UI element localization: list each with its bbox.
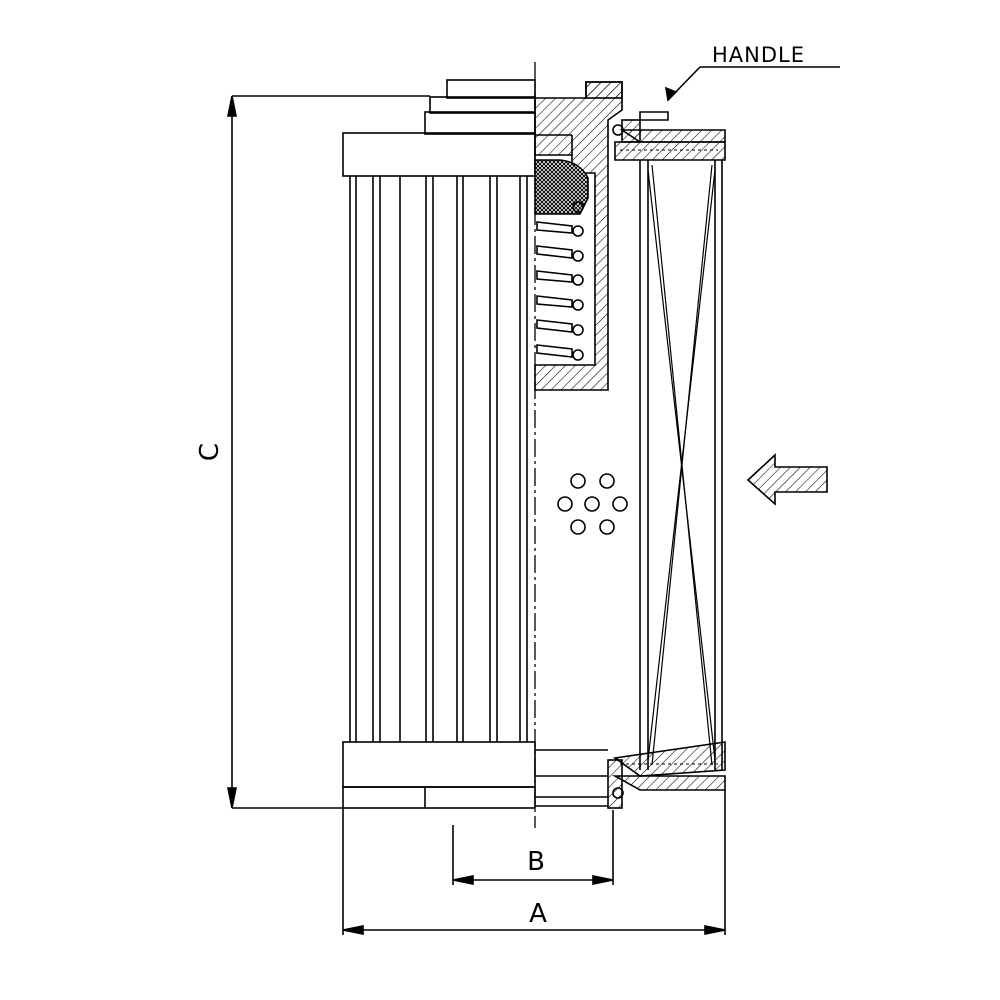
top-end-cap	[342, 79, 536, 177]
dimension-a-label: A	[529, 899, 547, 929]
bottom-flange	[535, 741, 726, 809]
handle-flange	[612, 111, 726, 161]
dimension-b	[452, 810, 614, 885]
dimension-b-label: B	[527, 847, 545, 877]
handle-leader	[664, 66, 840, 102]
bottom-end-cap	[342, 741, 536, 809]
dimension-a	[342, 790, 726, 935]
dimension-c-label: C	[195, 443, 225, 461]
handle-label: HANDLE	[712, 43, 805, 67]
dimension-c	[227, 95, 430, 809]
mesh-section	[639, 160, 723, 770]
perforation-holes	[557, 473, 628, 535]
spring	[536, 201, 584, 361]
flow-arrow-icon	[746, 453, 828, 506]
top-housing-section	[534, 81, 623, 391]
pleated-media	[349, 176, 528, 742]
